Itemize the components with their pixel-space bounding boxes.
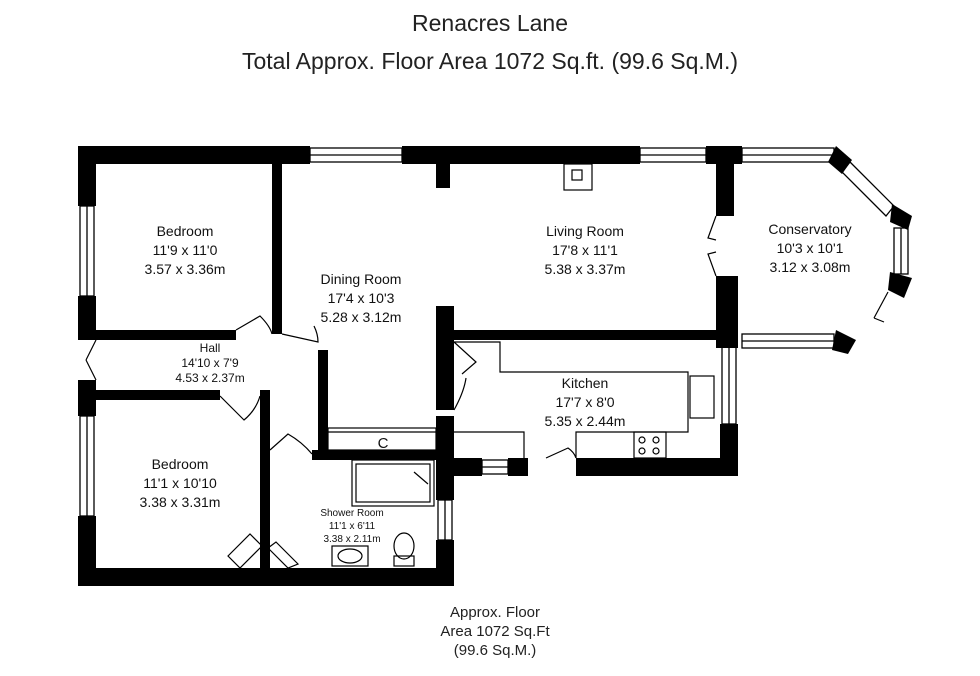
- room-name: Kitchen: [561, 375, 609, 391]
- room-metric: 5.38 x 3.37m: [544, 261, 626, 277]
- room-metric: 5.28 x 3.12m: [320, 309, 402, 325]
- room-bedroom-2: Bedroom 11'1 x 10'10 3.38 x 3.31m: [115, 455, 245, 512]
- room-name: Shower Room: [320, 508, 384, 519]
- room-imperial: 17'7 x 8'0: [555, 394, 615, 410]
- room-imperial: 14'10 x 7'9: [181, 356, 239, 370]
- plan-subtitle: Total Approx. Floor Area 1072 Sq.ft. (99…: [241, 48, 739, 74]
- room-metric: 3.57 x 3.36m: [144, 261, 226, 277]
- room-imperial: 10'3 x 10'1: [776, 240, 844, 256]
- room-imperial: 11'9 x 11'0: [152, 242, 218, 258]
- room-metric: 5.35 x 2.44m: [544, 413, 626, 429]
- room-metric: 3.12 x 3.08m: [769, 259, 851, 275]
- cupboard-label: C: [377, 435, 389, 452]
- room-imperial: 17'4 x 10'3: [327, 290, 395, 306]
- windows: [79, 147, 909, 541]
- room-bedroom-1: Bedroom 11'9 x 11'0 3.57 x 3.36m: [120, 222, 250, 279]
- doors-and-fittings: [85, 163, 889, 569]
- room-kitchen: Kitchen 17'7 x 8'0 5.35 x 2.44m: [520, 374, 650, 431]
- floor-area-line-2: Area 1072 Sq.Ft: [440, 623, 550, 640]
- room-metric: 3.38 x 2.11m: [323, 534, 381, 545]
- room-dining: Dining Room 17'4 x 10'3 5.28 x 3.12m: [296, 270, 426, 327]
- room-name: Bedroom: [151, 456, 209, 472]
- room-imperial: 17'8 x 11'1: [552, 242, 618, 258]
- floor-area-line-3: (99.6 Sq.M.): [453, 642, 537, 659]
- plan-title: Renacres Lane: [412, 10, 568, 36]
- room-metric: 3.38 x 3.31m: [139, 494, 221, 510]
- room-imperial: 11'1 x 10'10: [143, 475, 217, 491]
- room-conservatory: Conservatory 10'3 x 10'1 3.12 x 3.08m: [750, 220, 870, 277]
- room-name: Living Room: [546, 223, 624, 239]
- room-name: Hall: [199, 341, 221, 355]
- room-name: Conservatory: [768, 221, 852, 237]
- room-hall: Hall 14'10 x 7'9 4.53 x 2.37m: [150, 341, 270, 386]
- floor-area-note: Approx. Floor Area 1072 Sq.Ft (99.6 Sq.M…: [395, 603, 595, 660]
- room-metric: 4.53 x 2.37m: [175, 371, 245, 385]
- room-name: Dining Room: [320, 271, 402, 287]
- room-imperial: 11'1 x 6'11: [328, 521, 376, 532]
- room-living: Living Room 17'8 x 11'1 5.38 x 3.37m: [520, 222, 650, 279]
- floor-area-line-1: Approx. Floor: [449, 604, 541, 621]
- room-shower: Shower Room 11'1 x 6'11 3.38 x 2.11m: [310, 507, 394, 546]
- room-name: Bedroom: [156, 223, 214, 239]
